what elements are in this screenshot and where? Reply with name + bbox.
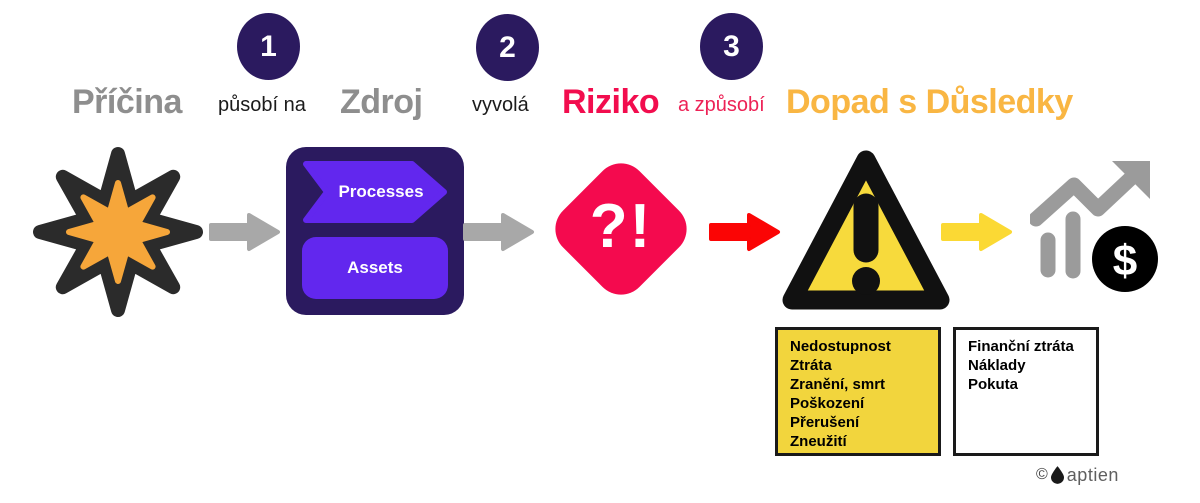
- aptien-drop-logo-icon: [1050, 466, 1064, 484]
- impact-item: Přerušení: [790, 414, 860, 431]
- step-3-number: 3: [723, 29, 740, 63]
- consequence-item: Finanční ztráta: [968, 338, 1074, 355]
- explosion-icon: [33, 147, 203, 317]
- step-1-number: 1: [260, 29, 277, 63]
- dollar-symbol: $: [1113, 237, 1137, 286]
- step-1-badge: 1: [237, 13, 300, 80]
- dollar-circle-icon: [1092, 226, 1158, 292]
- processes-label: Processes: [338, 182, 424, 201]
- impact-heading: Dopad s Důsledky: [786, 83, 1073, 121]
- consequence-item: Náklady: [968, 357, 1026, 374]
- step-3-badge: 3: [700, 13, 763, 80]
- chevron-banner-icon: [303, 161, 447, 223]
- arrow-right-icon: [941, 213, 1012, 251]
- risk-heading: Riziko: [562, 83, 660, 121]
- step-2-number: 2: [499, 30, 516, 64]
- brand-name: aptien: [1066, 464, 1119, 485]
- warning-triangle-icon: [782, 150, 950, 310]
- consequence-item: Pokuta: [968, 376, 1019, 393]
- cause-heading: Příčina: [72, 83, 182, 121]
- and-causes-label: a způsobí: [678, 94, 765, 116]
- arrow-right-icon: [209, 213, 280, 251]
- impact-item: Poškození: [790, 395, 865, 412]
- acts-on-label: působí na: [218, 94, 306, 116]
- arrow-right-icon: [463, 213, 534, 251]
- consequence-examples-box: Finanční ztráta Náklady Pokuta: [953, 327, 1099, 456]
- impact-examples-box: Nedostupnost Ztráta Zranění, smrt Poškoz…: [775, 327, 941, 456]
- impact-item: Ztráta: [790, 357, 832, 374]
- step-2-badge: 2: [476, 14, 539, 81]
- arrow-right-icon: [709, 213, 780, 251]
- brand-footer: © aptien: [1036, 463, 1119, 487]
- impact-item: Nedostupnost: [790, 338, 891, 355]
- source-box: Processes Assets: [286, 147, 464, 315]
- impact-item: Zranění, smrt: [790, 376, 886, 393]
- source-heading: Zdroj: [340, 83, 423, 121]
- triggers-label: vyvolá: [472, 94, 529, 116]
- copyright-symbol: ©: [1036, 466, 1048, 483]
- assets-box: Assets: [302, 237, 448, 299]
- risk-glyph: ?!: [589, 191, 653, 261]
- assets-label: Assets: [347, 258, 403, 277]
- risk-diamond-icon: ?!: [543, 151, 699, 307]
- financial-loss-icon: $: [1030, 161, 1158, 292]
- impact-item: Zneužití: [790, 433, 847, 450]
- processes-banner: Processes: [302, 160, 448, 224]
